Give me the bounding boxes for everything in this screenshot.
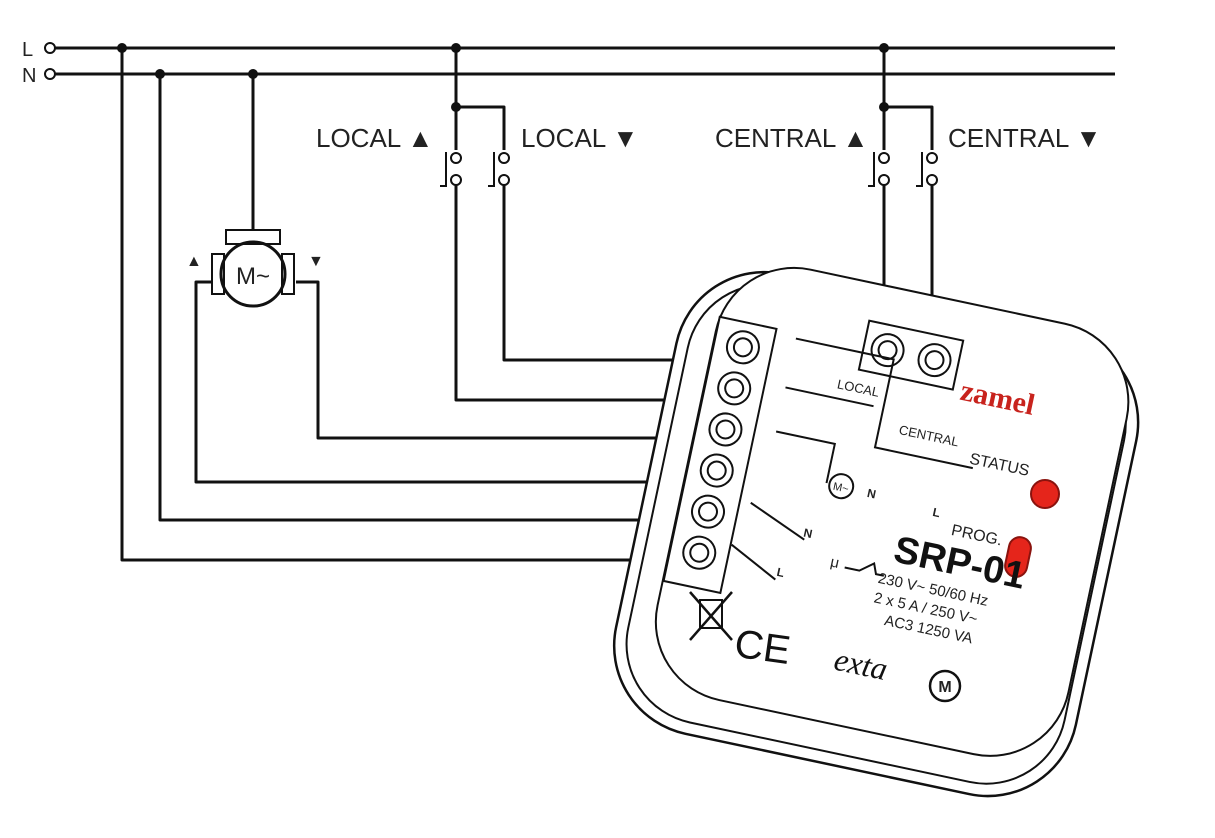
terminal-block-central: [857, 319, 965, 391]
motor-symbol: M~ ▲ ▼: [186, 229, 324, 308]
local-down-switch: [488, 152, 510, 187]
prog-button[interactable]: [1003, 535, 1033, 579]
motor-up-arrow: ▲: [186, 253, 202, 270]
central-up-label: CENTRAL ▲: [715, 123, 868, 153]
junction-dots: [117, 43, 889, 112]
device-n-label: N: [802, 526, 813, 541]
m-badge-label: M: [938, 679, 951, 696]
device-l-label-central: L: [931, 505, 941, 520]
terminal-block-left: [662, 315, 778, 595]
local-down-label: LOCAL ▼: [521, 123, 638, 153]
neutral-label: N: [22, 65, 36, 87]
device-n-label-motor: N: [866, 486, 877, 501]
status-led: [1030, 479, 1060, 509]
motor-down-arrow: ▼: [308, 253, 324, 270]
device-motor-label: M~: [832, 481, 850, 496]
weee-bin-icon: [689, 591, 733, 641]
local-up-label: LOCAL ▲: [316, 123, 433, 153]
wires: [120, 48, 934, 562]
relay-symbol: μ: [829, 554, 841, 572]
motor-label: M~: [236, 263, 270, 290]
neutral-terminal: [44, 68, 56, 80]
supply-rails: L N: [22, 39, 1115, 87]
m-badge-icon: [928, 669, 962, 703]
local-up-switch: [440, 152, 462, 187]
central-up-switch: [868, 152, 890, 187]
ce-mark: CE: [732, 622, 793, 673]
central-down-switch: [916, 152, 938, 187]
central-down-label: CENTRAL ▼: [948, 123, 1101, 153]
line-label: L: [22, 39, 33, 61]
line-terminal: [44, 42, 56, 54]
device-l-label: L: [776, 565, 786, 580]
